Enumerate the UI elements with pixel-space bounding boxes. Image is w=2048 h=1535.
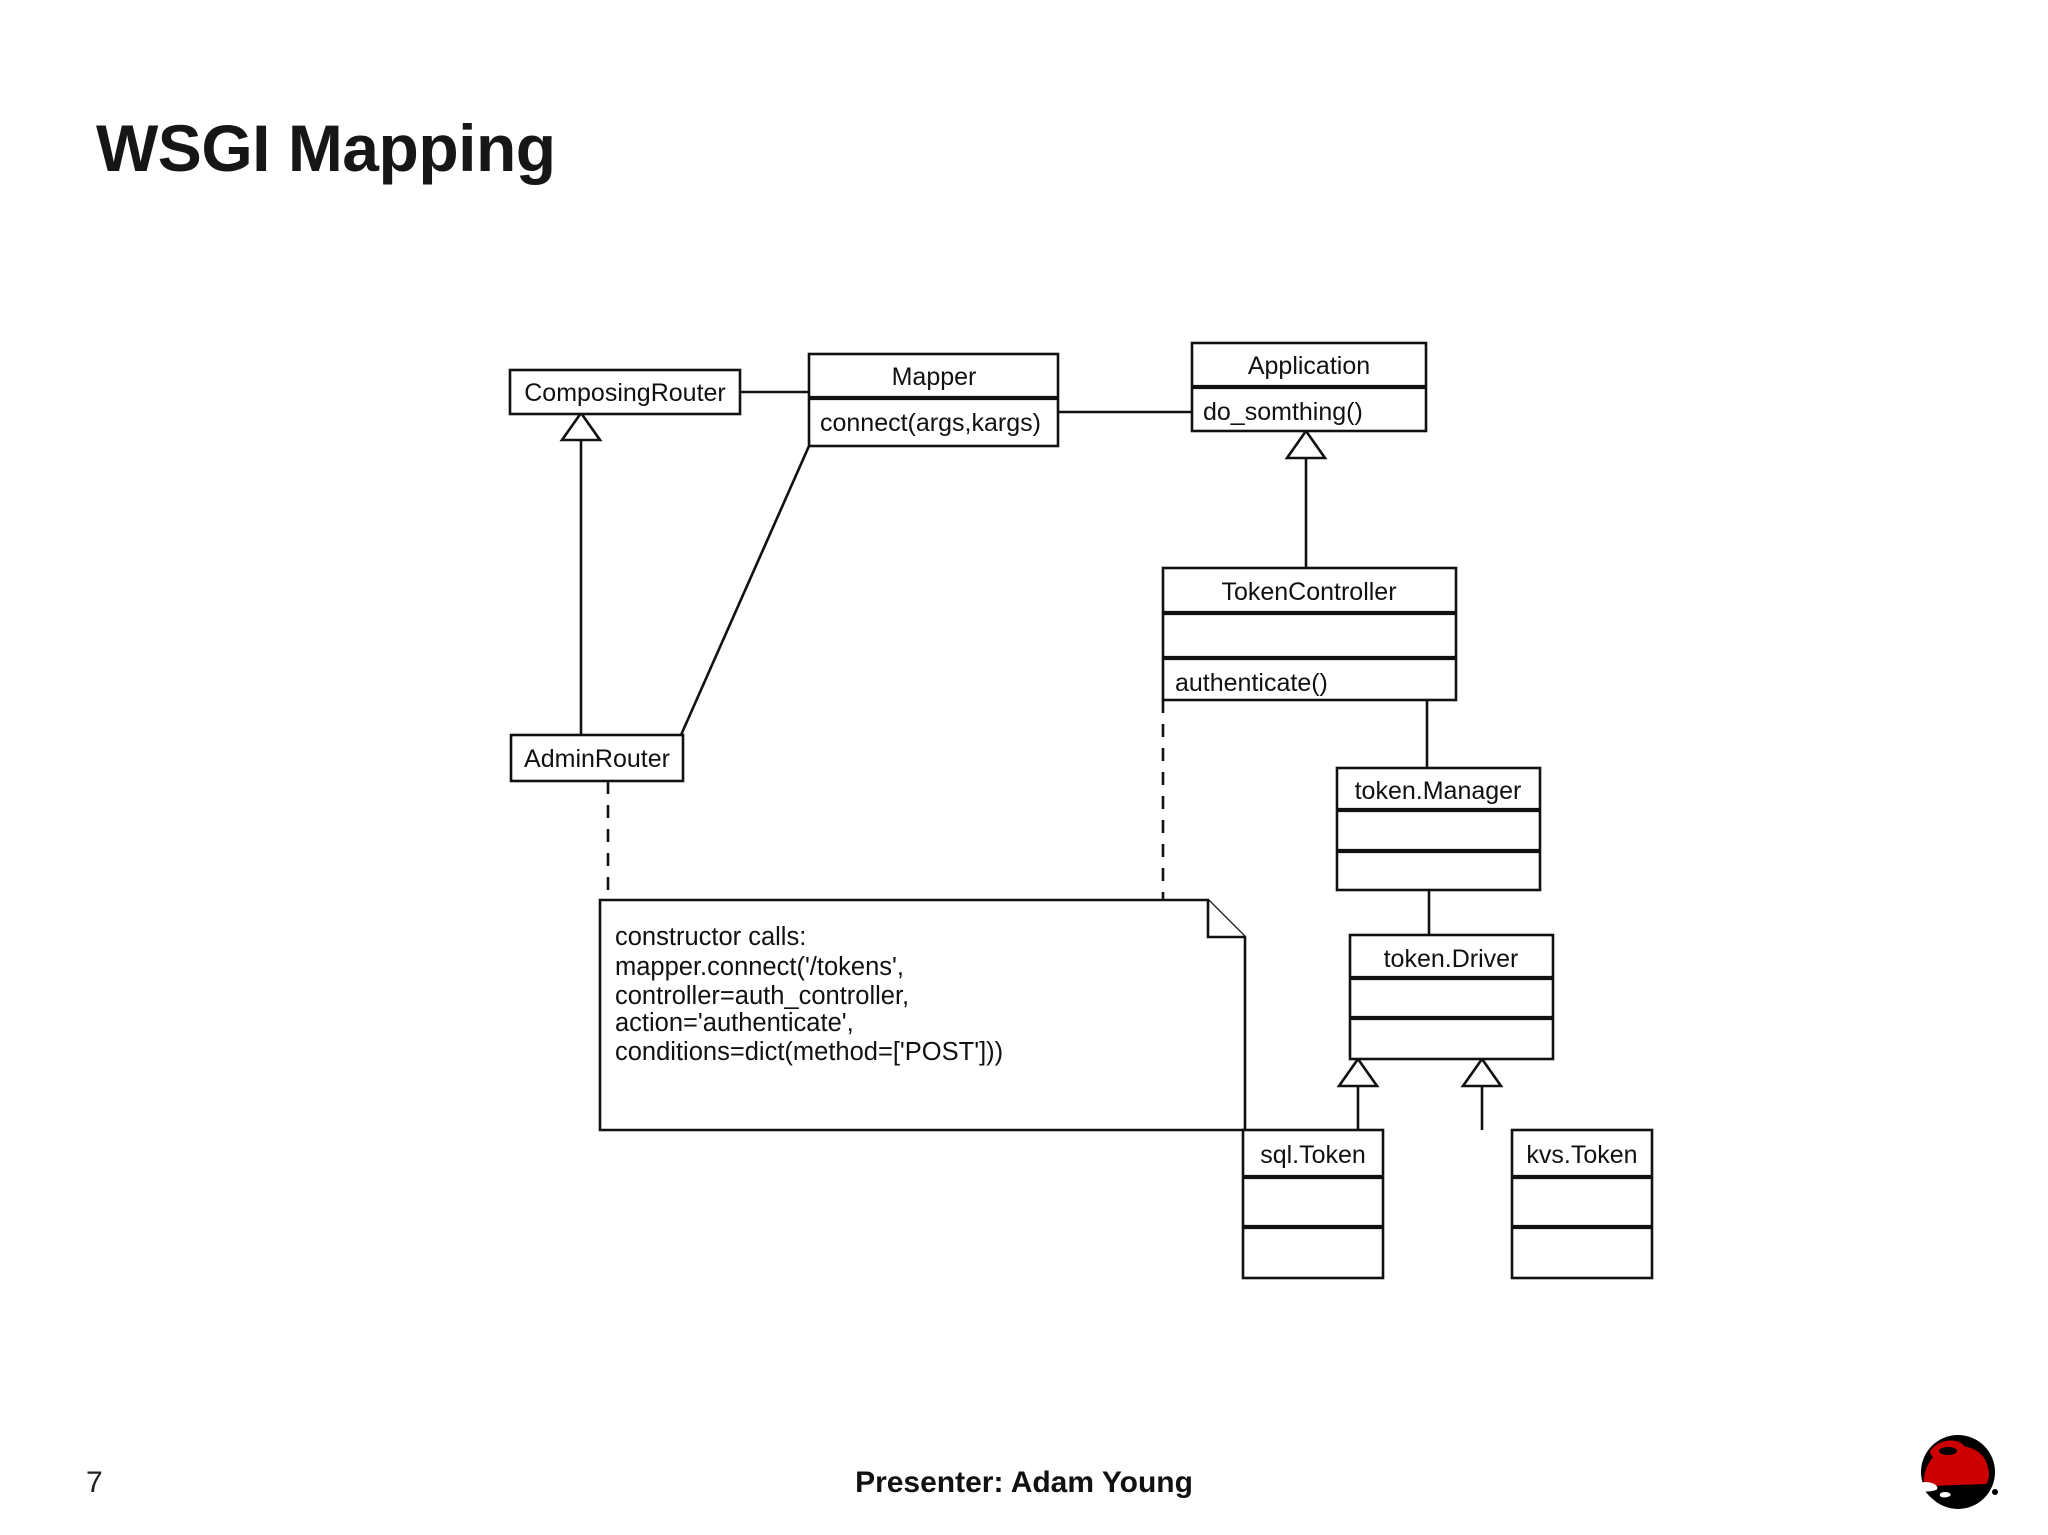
generalization-arrow-composingrouter [559,410,603,442]
class-box-admin-router[interactable]: AdminRouter [509,733,685,783]
generalization-arrow-tokendriver-sql [1336,1056,1380,1088]
class-member-application-dosomthing: do_somthing() [1203,398,1363,426]
redhat-shadowman-logo [1917,1435,1998,1509]
class-box-token-manager[interactable]: token.Manager [1335,766,1542,892]
class-box-mapper[interactable]: Mapper connect(args,kargs) [807,352,1060,448]
note-line-2: controller=auth_controller, [615,982,909,1010]
note-line-4: conditions=dict(method=['POST'])) [615,1038,1003,1066]
class-member-mapper-connect: connect(args,kargs) [820,409,1041,437]
class-name-composing-router: ComposingRouter [524,379,726,407]
class-name-application: Application [1248,352,1370,380]
generalization-arrow-tokendriver-kvs [1460,1056,1504,1088]
connector-mapper-adminrouter [679,445,811,736]
class-name-token-driver: token.Driver [1384,945,1519,973]
generalization-arrow-application [1284,428,1328,460]
page-number: 7 [86,1466,103,1499]
uml-class-diagram: constructor calls: mapper.connect('/toke… [508,341,1654,1280]
class-box-token-driver[interactable]: token.Driver [1348,933,1555,1061]
class-name-kvs-token: kvs.Token [1526,1141,1637,1169]
class-box-composing-router[interactable]: ComposingRouter [508,368,742,416]
note-line-1: mapper.connect('/tokens', [615,953,904,981]
class-name-sql-token: sql.Token [1260,1141,1366,1169]
page-title: WSGI Mapping [96,111,556,185]
class-name-token-controller: TokenController [1221,578,1396,606]
class-member-token-controller-authenticate: authenticate() [1175,669,1328,697]
note-line-3: action='authenticate', [615,1009,854,1037]
class-box-sql-token[interactable]: sql.Token [1241,1128,1385,1280]
note-fold-corner [1206,900,1245,939]
class-name-token-manager: token.Manager [1355,777,1522,805]
class-name-admin-router: AdminRouter [524,745,670,773]
class-box-token-controller[interactable]: TokenController authenticate() [1161,566,1458,702]
class-box-application[interactable]: Application do_somthing() [1190,341,1428,433]
constructor-note [598,898,1247,1132]
class-box-kvs-token[interactable]: kvs.Token [1510,1128,1654,1280]
presenter-label: Presenter: Adam Young [855,1466,1193,1499]
note-line-0: constructor calls: [615,923,806,951]
class-name-mapper: Mapper [892,363,977,391]
